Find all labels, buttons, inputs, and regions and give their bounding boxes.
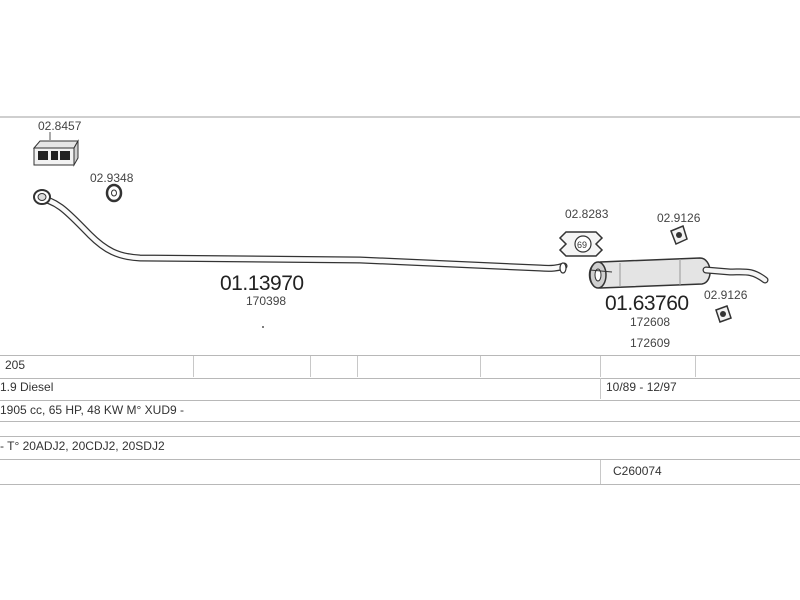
middle-pipe-shape[interactable] [34,194,568,274]
gasket-number[interactable]: 02.8283 [565,207,609,221]
column-divider [480,356,481,377]
model-cell: 205 [5,358,26,372]
middle-pipe-dot [262,326,264,328]
column-divider [357,356,358,377]
bracket-part-icon[interactable] [32,139,79,167]
table-row: 205 [0,355,800,379]
rubber-top-rear-number[interactable]: 02.9126 [657,211,701,225]
rubber-bottom-rear-icon[interactable] [715,305,732,323]
rubber-bottom-rear-number[interactable]: 02.9126 [704,288,748,302]
column-divider [600,378,601,399]
catalog-code-cell: C260074 [613,464,662,478]
rubber-ring-front-icon[interactable] [105,183,123,203]
column-divider [695,356,696,377]
column-divider [600,460,601,484]
rear-silencer-number[interactable]: 01.63760 [605,292,689,315]
rear-silencer-ref-2: 172609 [630,336,670,350]
rubber-ring-front-number[interactable]: 02.9348 [90,171,134,185]
gasket-icon[interactable]: 69 [558,231,604,257]
middle-pipe-ref: 170398 [246,294,286,308]
column-divider [193,356,194,377]
rubber-top-rear-icon[interactable] [670,224,688,246]
column-divider [310,356,311,377]
types-cell: - T° 20ADJ2, 20CDJ2, 20SDJ2 [0,439,165,453]
table-row: - T° 20ADJ2, 20CDJ2, 20SDJ2 [0,437,800,460]
years-cell: 10/89 - 12/97 [606,380,677,394]
middle-pipe-number[interactable]: 01.13970 [220,272,304,295]
specs-cell: 1905 cc, 65 HP, 48 KW M° XUD9 - [0,403,184,417]
column-divider [600,356,601,377]
table-row: 1905 cc, 65 HP, 48 KW M° XUD9 - [0,401,800,422]
table-row: C260074 [0,460,800,485]
table-row: 1.9 Diesel 10/89 - 12/97 [0,378,800,401]
table-row [0,422,800,437]
bracket-top-number[interactable]: 02.8457 [38,119,82,133]
rear-silencer-ref-1: 172608 [630,315,670,329]
engine-cell: 1.9 Diesel [0,380,54,394]
gasket-size-label: 69 [577,240,587,250]
rear-silencer-shape[interactable] [588,257,769,289]
front-flange-icon [33,189,51,205]
